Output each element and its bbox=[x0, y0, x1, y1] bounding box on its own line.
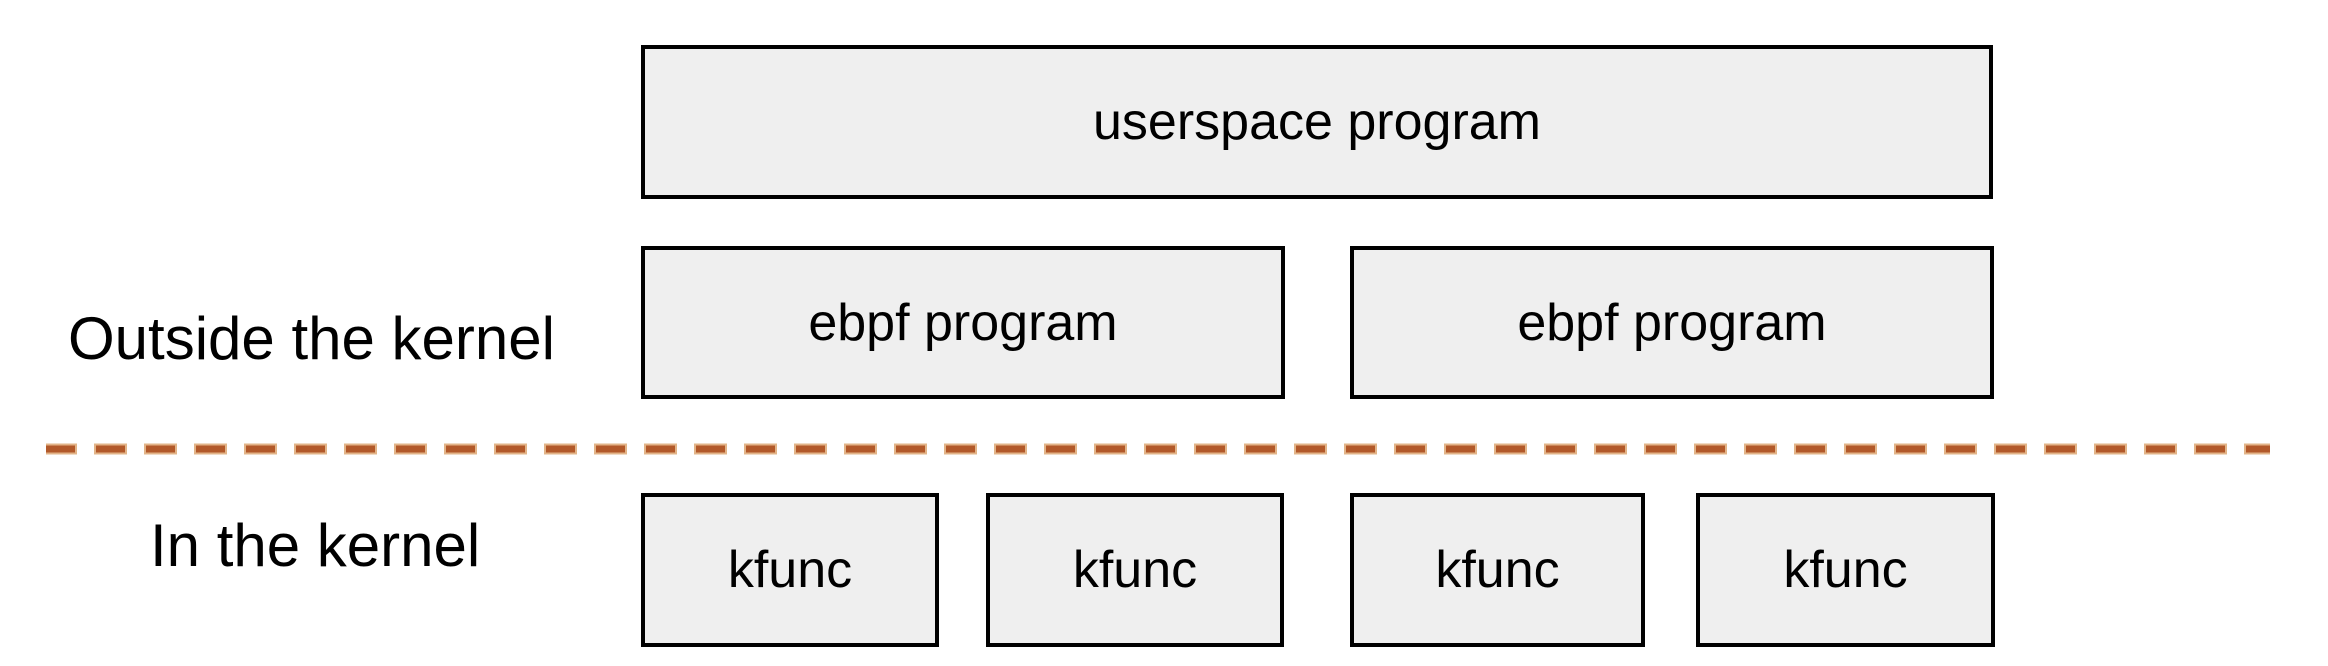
kernel-boundary-divider bbox=[46, 443, 2270, 455]
kfunc-box: kfunc bbox=[641, 493, 939, 647]
in-kernel-label: In the kernel bbox=[150, 511, 481, 579]
kfunc-label: kfunc bbox=[727, 541, 853, 599]
ebpf-program-label: ebpf program bbox=[808, 293, 1118, 352]
kfunc-label: kfunc bbox=[1783, 541, 1908, 599]
outside-kernel-label: Outside the kernel bbox=[68, 304, 555, 372]
userspace-program-box: userspace program bbox=[641, 45, 1993, 199]
kfunc-box: kfunc bbox=[1350, 493, 1645, 647]
ebpf-program-box: ebpf program bbox=[641, 246, 1285, 399]
kfunc-box: kfunc bbox=[986, 493, 1284, 647]
ebpf-program-label: ebpf program bbox=[1517, 293, 1827, 352]
kfunc-label: kfunc bbox=[1435, 541, 1560, 599]
kfunc-label: kfunc bbox=[1072, 541, 1198, 599]
ebpf-program-box: ebpf program bbox=[1350, 246, 1994, 399]
kfunc-box: kfunc bbox=[1696, 493, 1995, 647]
userspace-program-label: userspace program bbox=[1093, 93, 1541, 151]
